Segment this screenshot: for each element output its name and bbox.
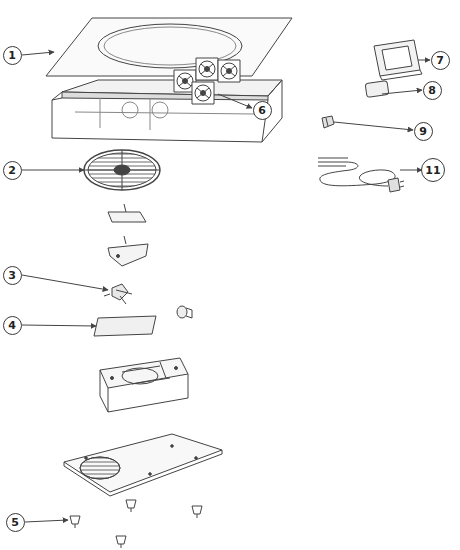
callout-text: 8 (428, 85, 436, 96)
square-fans (174, 58, 240, 104)
callout-number: 11 (421, 158, 445, 182)
callout-number: 1 (3, 46, 22, 65)
frame (374, 40, 422, 80)
power-cable (318, 158, 404, 192)
callout-number: 9 (414, 122, 433, 141)
callout-text: 5 (11, 517, 19, 528)
brackets (108, 204, 148, 266)
callout-text: 4 (8, 320, 16, 331)
sensor-part (104, 284, 192, 318)
callout-text: 1 (8, 50, 16, 61)
callout-number: 2 (3, 161, 22, 180)
circuit-board (94, 316, 156, 336)
leader-lines (22, 52, 430, 522)
callout-text: 2 (8, 165, 16, 176)
callout-text: 6 (258, 105, 266, 116)
callout-number: 6 (253, 101, 272, 120)
round-fan (84, 150, 160, 190)
callout-text: 7 (436, 55, 444, 66)
callout-number: 4 (3, 316, 22, 335)
glass-plate (46, 18, 292, 76)
housing (52, 80, 282, 142)
callout-text: 3 (8, 270, 16, 281)
callout-number: 7 (431, 51, 450, 70)
base-tray (100, 358, 188, 412)
feet (70, 500, 202, 548)
knob (322, 116, 334, 128)
callout-number: 3 (3, 266, 22, 285)
callout-number: 5 (6, 513, 25, 532)
callout-number: 8 (423, 81, 442, 100)
callout-text: 9 (419, 126, 427, 137)
small-plate (365, 81, 389, 98)
callout-text: 11 (425, 165, 440, 176)
bottom-plate (64, 434, 222, 496)
